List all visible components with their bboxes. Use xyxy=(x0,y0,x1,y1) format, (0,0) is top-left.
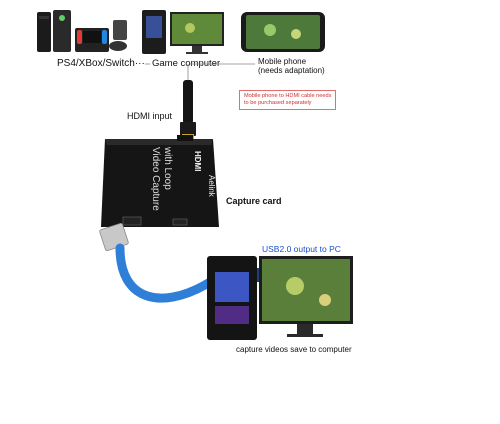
destination-pc-image xyxy=(207,256,353,340)
computer-label: Game computer xyxy=(152,58,221,69)
hdmi-input-label: HDMI input xyxy=(127,111,173,121)
usb-output-label: USB2.0 output to PC xyxy=(262,244,341,254)
device-face-line1: Video Capture xyxy=(150,147,161,211)
usb-port xyxy=(122,216,142,226)
game-computer-group xyxy=(140,6,228,56)
game-computer-image xyxy=(142,10,224,54)
console-group xyxy=(35,6,135,54)
hdmi-plug xyxy=(180,122,196,136)
hdmi-port xyxy=(177,135,193,141)
hdmi-cable xyxy=(183,80,193,124)
ps4-console xyxy=(37,12,51,52)
phone-label-line2: (needs adaptation) xyxy=(258,66,325,75)
xbox-console xyxy=(53,10,71,52)
capture-card-body xyxy=(101,139,219,227)
console-label: PS4/XBox/Switch··· xyxy=(57,58,145,69)
capture-card-label: Capture card xyxy=(226,196,282,206)
mobile-phone-group xyxy=(240,10,326,54)
joycon-blue xyxy=(102,30,107,44)
joycon-red xyxy=(77,30,82,44)
monitor-screen-dest xyxy=(262,259,350,321)
capture-card-image: Video Capture with Loop HDMI Aelink xyxy=(101,135,219,227)
game-controller xyxy=(109,41,127,51)
game-consoles-image xyxy=(37,10,127,52)
device-brand: Aelink xyxy=(207,175,216,198)
phone-note-line2: to be purchased separately xyxy=(244,100,312,106)
capture-card-device: Video Capture with Loop HDMI Aelink xyxy=(95,135,225,235)
destination-pc-group xyxy=(205,250,355,342)
device-face-line2: with Loop xyxy=(162,146,173,190)
mobile-phone-image xyxy=(241,12,325,52)
pc-glow xyxy=(215,272,249,302)
hdmi-out-port xyxy=(172,218,188,226)
capture-save-label: capture videos save to computer xyxy=(236,345,352,354)
phone-label-line1: Mobile phone xyxy=(258,57,307,66)
phone-cable-note: Mobile phone to HDMI cable needs to be p… xyxy=(239,90,337,110)
device-hdmi-logo: HDMI xyxy=(193,151,202,171)
phone-note-line1: Mobile phone to HDMI cable needs xyxy=(244,93,332,99)
